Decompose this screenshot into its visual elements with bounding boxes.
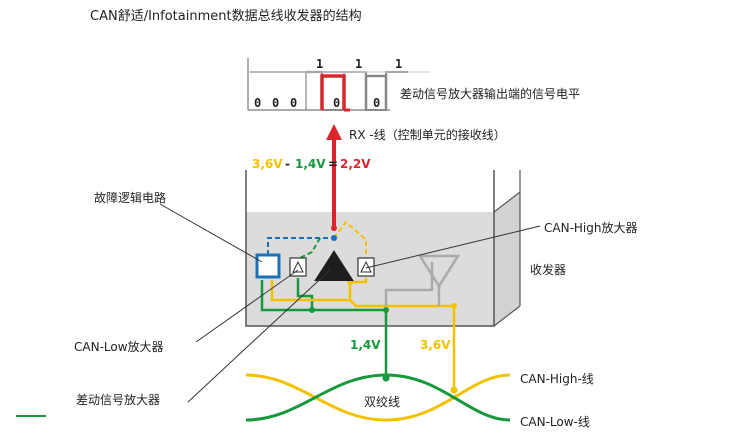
equation-equals: = [328, 157, 338, 171]
voltage-low-label: 1,4V [350, 338, 381, 352]
transceiver-housing [245, 170, 521, 327]
fault-logic-label: 故障逻辑电路 [94, 190, 166, 205]
diff-amp-triangle [314, 250, 354, 281]
signal-level-trace [247, 58, 430, 112]
rx-line-arrow [326, 124, 342, 228]
equation-high: 3,6V [252, 157, 283, 171]
equation-minus: - [285, 157, 290, 171]
voltage-high-label: 3,6V [420, 338, 451, 352]
bit-top-2: 1 [355, 57, 362, 71]
equation-low: 1,4V [295, 157, 326, 171]
bit-top-1: 1 [316, 57, 323, 71]
can-high-line-label: CAN-High-线 [520, 372, 594, 386]
can-high-amp-label: CAN-High放大器 [544, 220, 637, 235]
twisted-pair-label: 双绞线 [364, 394, 400, 409]
leader-lines [159, 203, 541, 403]
signal-level-caption: 差动信号放大器输出端的信号电平 [400, 86, 580, 101]
bit-bottom-5: 0 [373, 96, 380, 110]
bit-bottom-1: 0 [254, 96, 261, 110]
diagram-title: CAN舒适/Infotainment数据总线收发器的结构 [90, 8, 362, 24]
bit-bottom-4: 0 [333, 96, 340, 110]
internal-wiring [260, 220, 461, 390]
transceiver-label: 收发器 [530, 262, 566, 277]
rx-line-label: RX -线（控制单元的接收线） [349, 127, 506, 142]
bit-bottom-2: 0 [272, 96, 279, 110]
equation-result: 2,2V [340, 157, 371, 171]
can-low-amp-box [289, 257, 307, 277]
voltage-equation: 3,6V - 1,4V = 2,2V [252, 157, 371, 171]
diff-amp-label: 差动信号放大器 [76, 392, 160, 407]
fault-logic-box [255, 253, 281, 279]
twisted-pair [245, 373, 511, 422]
bit-bottom-3: 0 [290, 96, 297, 110]
bit-top-3: 1 [395, 57, 402, 71]
signal-red-segment [320, 74, 346, 110]
can-low-line-label: CAN-Low-线 [520, 415, 590, 429]
can-low-amp-label: CAN-Low放大器 [74, 339, 164, 354]
